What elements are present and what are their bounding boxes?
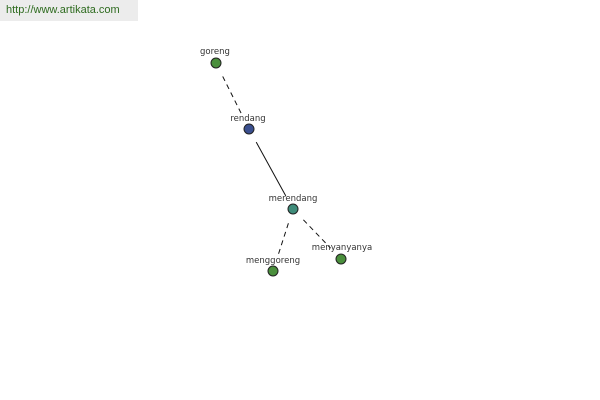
edge-rendang-merendang bbox=[255, 141, 287, 197]
edge-goreng-rendang bbox=[222, 76, 243, 116]
node-dot-merendang[interactable] bbox=[287, 203, 299, 215]
edge-merendang-menyanyanya bbox=[303, 219, 331, 249]
node-menyanyanya[interactable]: menyanyanya bbox=[312, 243, 372, 265]
node-dot-rendang[interactable] bbox=[243, 123, 255, 135]
node-label-menyanyanya: menyanyanya bbox=[312, 243, 372, 253]
node-label-goreng: goreng bbox=[200, 47, 230, 57]
node-merendang[interactable]: merendang bbox=[269, 194, 318, 215]
edge-layer bbox=[222, 76, 331, 257]
node-label-merendang: merendang bbox=[269, 194, 318, 204]
node-dot-menyanyanya[interactable] bbox=[335, 253, 347, 265]
node-goreng[interactable]: goreng bbox=[200, 47, 230, 69]
edge-merendang-menggoreng bbox=[277, 223, 289, 257]
node-menggoreng[interactable]: menggoreng bbox=[246, 256, 300, 277]
watermark-url: http://www.artikata.com bbox=[0, 0, 138, 21]
node-rendang[interactable]: rendang bbox=[230, 114, 266, 135]
node-dot-menggoreng[interactable] bbox=[267, 265, 279, 277]
node-layer: goreng rendang merendang menggoreng menyanya… bbox=[200, 47, 372, 277]
node-dot-goreng[interactable] bbox=[210, 57, 222, 69]
node-label-rendang: rendang bbox=[230, 114, 265, 124]
node-label-menggoreng: menggoreng bbox=[246, 256, 300, 266]
